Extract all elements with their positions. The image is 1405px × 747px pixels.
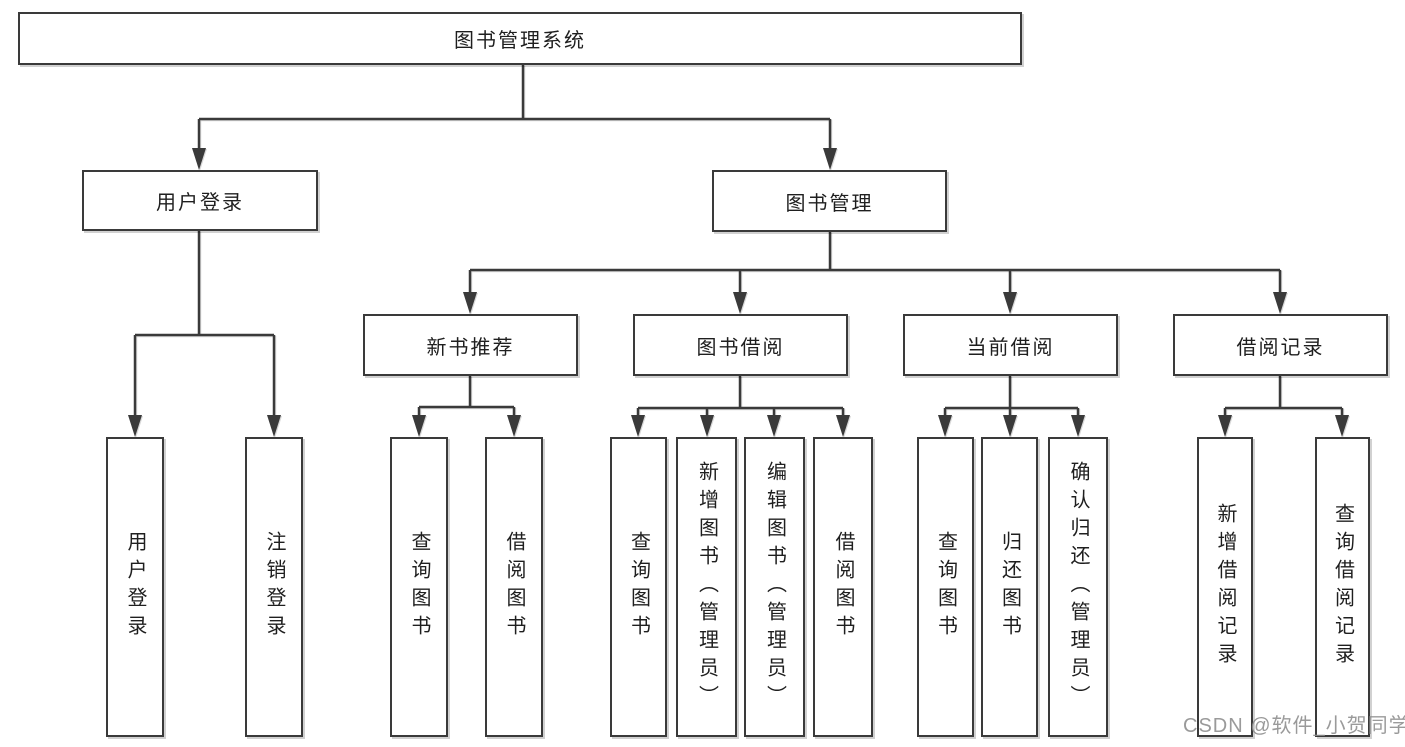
leaf-query-books-recommendation: 查询图书 [390, 437, 448, 737]
node-book-management: 图书管理 [712, 170, 947, 232]
node-book-borrowing: 图书借阅 [633, 314, 848, 376]
node-borrowing-records: 借阅记录 [1173, 314, 1388, 376]
node-user-login: 用户登录 [82, 170, 318, 231]
leaf-query-borrow-record: 查询借阅记录 [1315, 437, 1370, 737]
leaf-add-borrow-record: 新增借阅记录 [1197, 437, 1253, 737]
node-new-book-recommendation: 新书推荐 [363, 314, 578, 376]
leaf-borrow-books-recommendation: 借阅图书 [485, 437, 543, 737]
leaf-edit-books-admin: 编辑图书（管理员） [744, 437, 805, 737]
leaf-borrow-books: 借阅图书 [813, 437, 873, 737]
leaf-query-books-borrowing: 查询图书 [610, 437, 667, 737]
csdn-watermark: CSDN @软件_小贺同学 [1183, 715, 1405, 737]
node-root: 图书管理系统 [18, 12, 1022, 65]
leaf-return-books: 归还图书 [981, 437, 1038, 737]
leaf-confirm-return-admin: 确认归还（管理员） [1048, 437, 1108, 737]
leaf-query-books-current: 查询图书 [917, 437, 974, 737]
leaf-logout: 注销登录 [245, 437, 303, 737]
leaf-user-login: 用户登录 [106, 437, 164, 737]
leaf-add-books-admin: 新增图书（管理员） [676, 437, 737, 737]
node-current-borrowing: 当前借阅 [903, 314, 1118, 376]
